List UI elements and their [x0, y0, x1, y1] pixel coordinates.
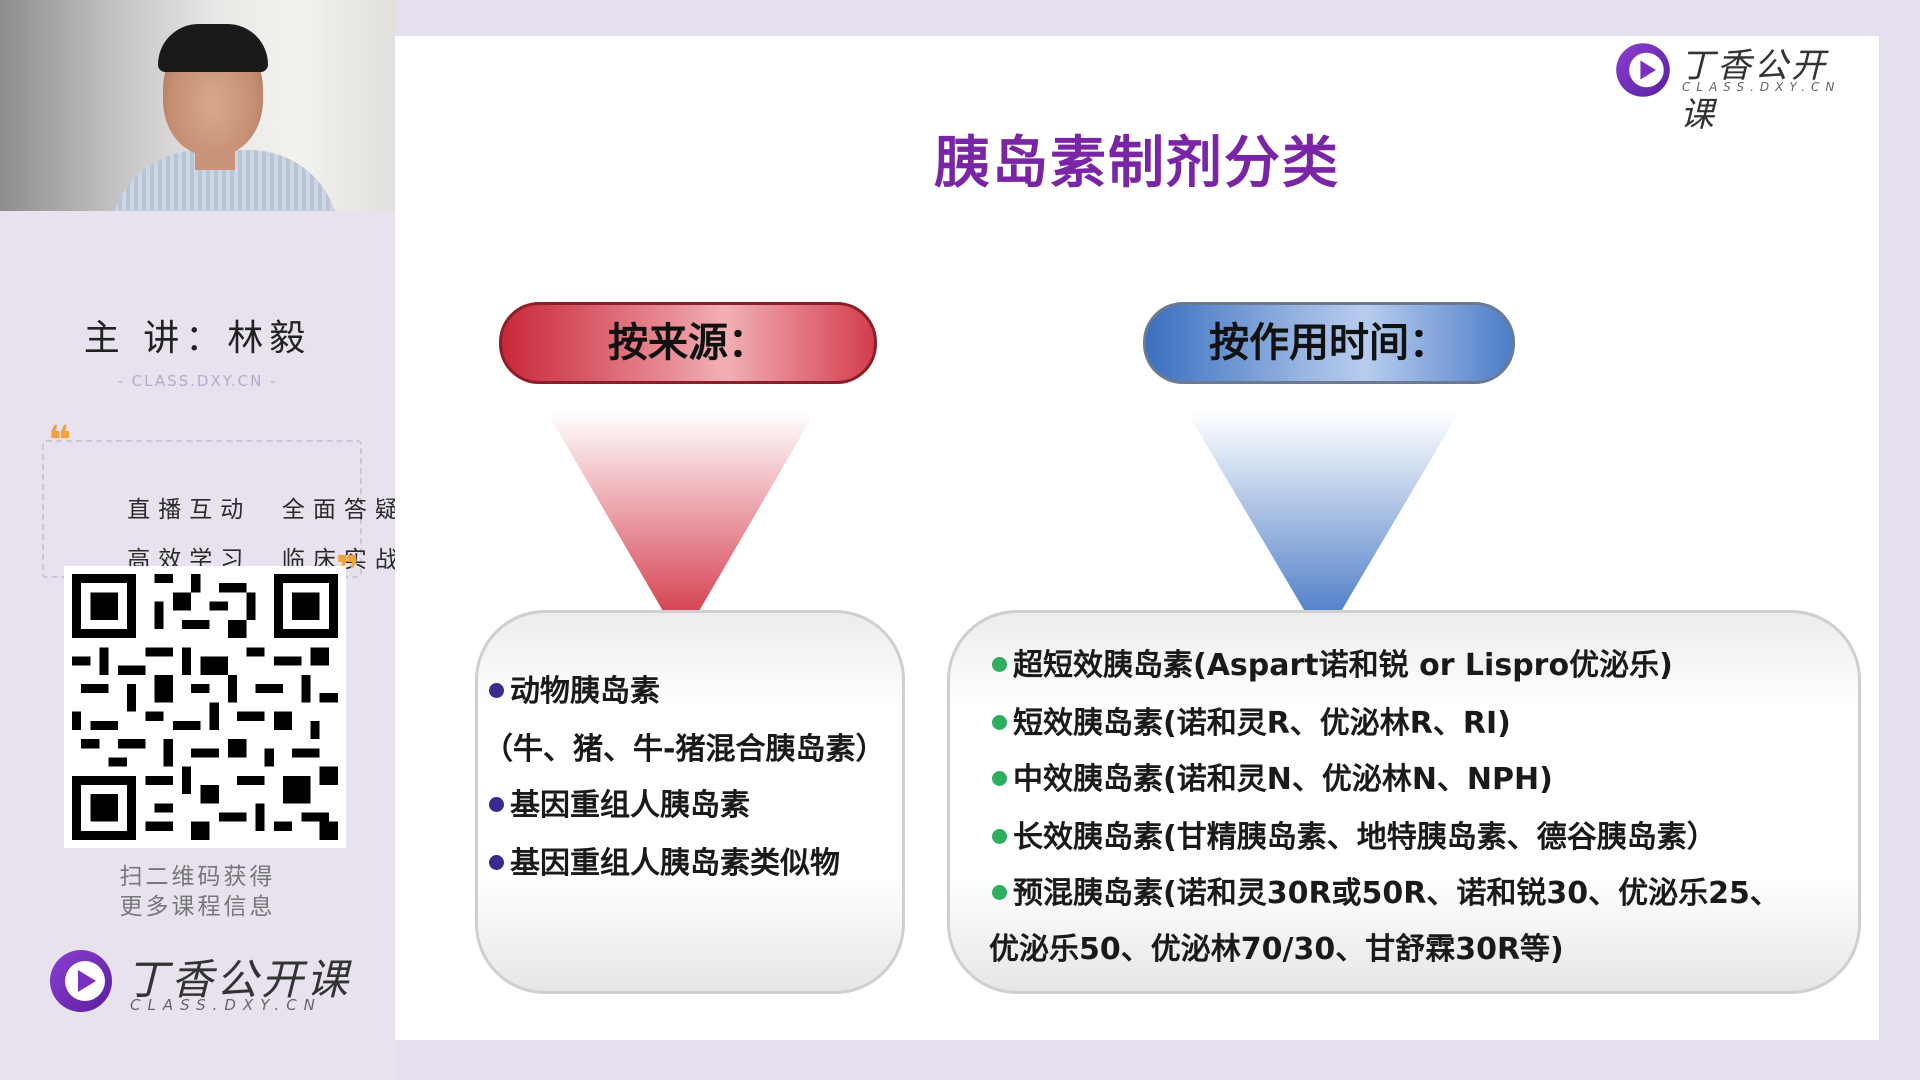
- qr-code-icon: [64, 566, 346, 848]
- bullet-icon: [992, 771, 1007, 786]
- play-logo-icon: [1616, 43, 1670, 97]
- bullet-icon: [992, 829, 1007, 844]
- duration-list-box: [947, 610, 1861, 994]
- list-item: 超短效胰岛素(Aspart诺和锐 or Lispro优泌乐): [992, 640, 1673, 684]
- list-item: 动物胰岛素: [489, 666, 660, 710]
- logo-text: 丁香公开课: [1680, 46, 1828, 135]
- list-item: 优泌乐50、优泌林70/30、甘舒霖30R等): [989, 932, 1564, 967]
- down-triangle-blue-icon: [1187, 412, 1459, 642]
- logo-text: 丁香公开课: [126, 955, 352, 1004]
- list-item: （牛、猪、牛-猪混合胰岛素）: [483, 732, 886, 767]
- list-item: 中效胰岛素(诺和灵N、优泌林N、NPH): [992, 754, 1553, 798]
- down-triangle-red-icon: [547, 412, 815, 642]
- list-item: 基因重组人胰岛素: [489, 780, 750, 824]
- presenter-name: 主 讲：林毅: [83, 318, 312, 359]
- logo-subtext: CLASS.DXY.CN: [1682, 80, 1841, 94]
- bullet-icon: [992, 715, 1007, 730]
- webcam-video: [0, 0, 395, 211]
- bullet-icon: [489, 683, 504, 698]
- bullet-icon: [992, 657, 1007, 672]
- slide-title: 胰岛素制剂分类: [934, 131, 1340, 196]
- duration-category-pill: 按作用时间：: [1143, 302, 1515, 384]
- presenter-sidebar: 主 讲：林毅 - CLASS.DXY.CN - ❝ 直播互动 全面答疑 高效学习…: [0, 0, 398, 1080]
- list-item: 基因重组人胰岛素类似物: [489, 838, 840, 882]
- bullet-icon: [489, 797, 504, 812]
- bullet-icon: [992, 885, 1007, 900]
- list-item: 长效胰岛素(甘精胰岛素、地特胰岛素、德谷胰岛素）: [992, 812, 1717, 856]
- presentation-slide: 丁香公开课 CLASS.DXY.CN 胰岛素制剂分类 按来源： 按作用时间： 动…: [395, 36, 1879, 1040]
- list-item: 短效胰岛素(诺和灵R、优泌林R、RI): [992, 698, 1511, 742]
- bullet-icon: [489, 855, 504, 870]
- slogan-line: 直播互动 全面答疑: [66, 464, 406, 552]
- play-logo-icon: [50, 950, 112, 1012]
- dxy-logo: 丁香公开课 CLASS.DXY.CN: [48, 944, 368, 1018]
- logo-subtext: CLASS.DXY.CN: [130, 996, 322, 1014]
- slide-logo: 丁香公开课 CLASS.DXY.CN: [1614, 36, 1864, 135]
- source-list-box: [475, 610, 905, 994]
- quote-open-icon: ❝: [48, 418, 72, 464]
- source-category-pill: 按来源：: [499, 302, 877, 384]
- list-item: 预混胰岛素(诺和灵30R或50R、诺和锐30、优泌乐25、: [992, 868, 1780, 912]
- sidebar-site-url: - CLASS.DXY.CN -: [117, 372, 278, 390]
- qr-caption: 扫二维码获得 更多课程信息: [119, 864, 276, 920]
